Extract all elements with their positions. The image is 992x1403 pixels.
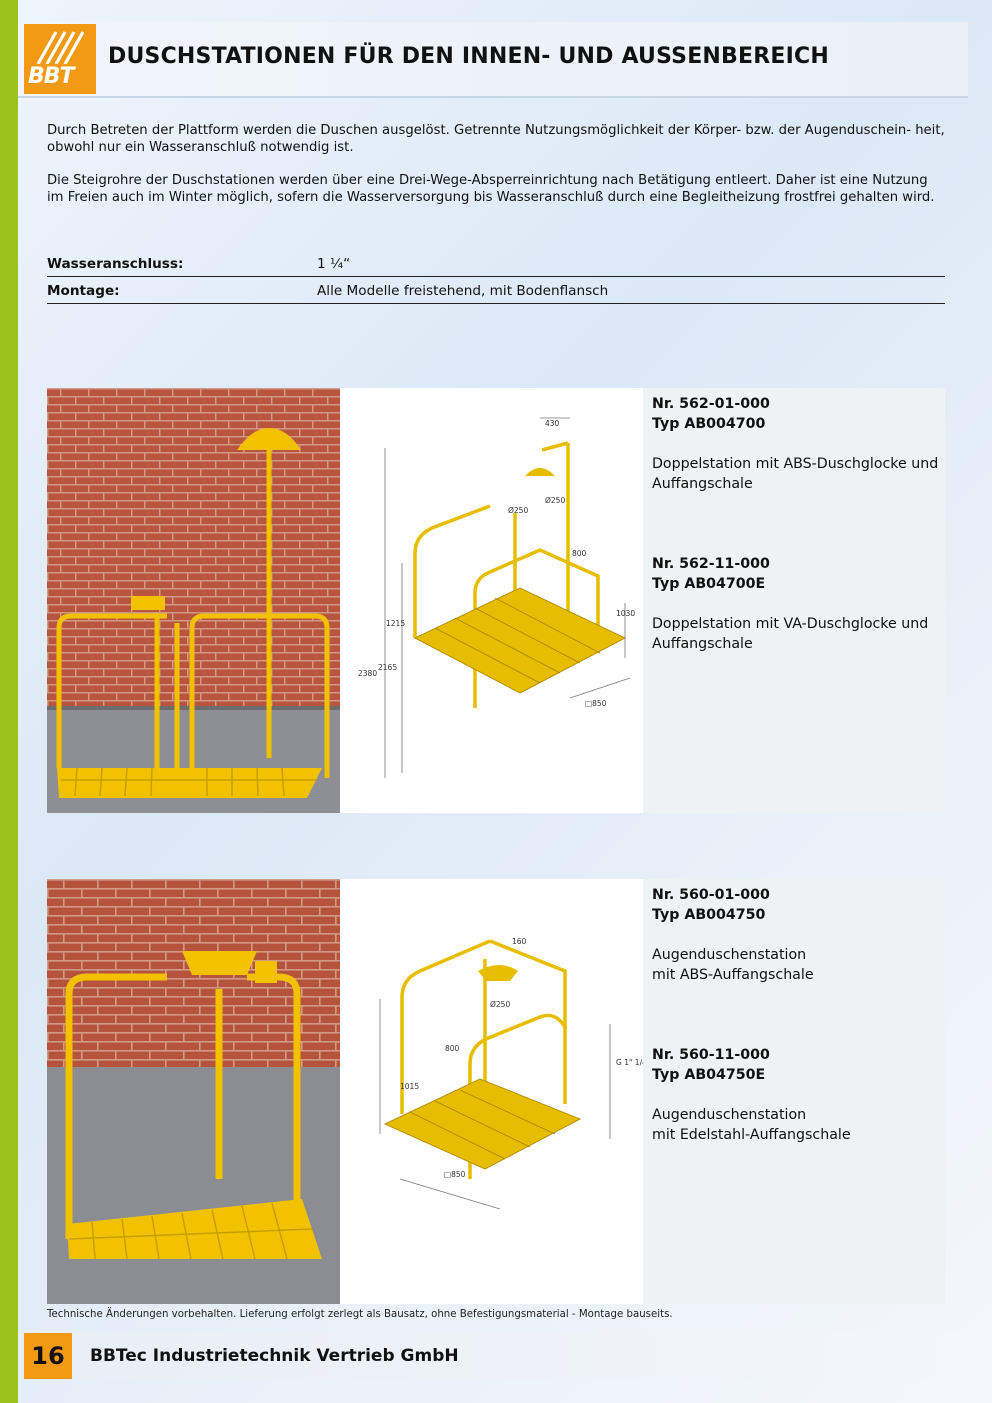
dim-1215: 1215	[386, 619, 405, 628]
dim-800: 800	[572, 549, 587, 558]
product-description-line-1: Augenduschenstation	[652, 1107, 807, 1123]
dim-2165: 2165	[378, 663, 397, 672]
product-info-augenduschenstation: Nr. 560-01-000 Typ AB004750 Augenduschen…	[643, 879, 945, 1304]
product-type: Typ AB004700	[652, 416, 766, 432]
logo-stripes-icon	[36, 31, 85, 64]
product-info-doppelstation: Nr. 562-01-000 Typ AB004700 Doppelstatio…	[643, 388, 945, 813]
intro-paragraph-1: Durch Betreten der Plattform werden die …	[47, 123, 945, 155]
page-footer	[18, 1331, 968, 1379]
page-number: 16	[24, 1333, 72, 1379]
spec-row-wasseranschluss: Wasseranschluss: 1 ¼“	[47, 252, 945, 277]
product-number: Nr. 562-11-000	[652, 556, 770, 572]
product-block-doppelstation: 430 Ø250 Ø250 800 1215 1030 2380 2165 □8…	[47, 388, 945, 813]
dim-160: 160	[512, 937, 527, 946]
product-description: Doppelstation mit VA-Duschglocke und Auf…	[652, 616, 929, 652]
product-type: Typ AB004750	[652, 907, 766, 923]
product-description-line-2: mit ABS-Auffangschale	[652, 967, 814, 983]
product-type: Typ AB04700E	[652, 576, 766, 592]
dim-d250-shower: Ø250	[545, 496, 565, 505]
product-type: Typ AB04750E	[652, 1067, 766, 1083]
spec-key: Montage:	[47, 283, 120, 299]
spec-value: 1 ¼“	[317, 256, 351, 272]
page-title: DUSCHSTATIONEN FÜR DEN INNEN- UND AUSSEN…	[108, 44, 829, 69]
left-accent-bar	[0, 0, 18, 1403]
dim-g-1-1-4: G 1" 1/4	[616, 1058, 643, 1067]
dim-2380: 2380	[358, 669, 377, 678]
product-description-line-1: Augenduschenstation	[652, 947, 807, 963]
dim-1030: 1030	[616, 609, 635, 618]
product-number: Nr. 562-01-000	[652, 396, 770, 412]
dim-850: □850	[585, 699, 607, 708]
page-header	[18, 22, 968, 98]
intro-paragraph-2: Die Steigrohre der Duschstationen werden…	[47, 173, 935, 205]
spec-row-montage: Montage: Alle Modelle freistehend, mit B…	[47, 279, 945, 304]
product-description: Doppelstation mit ABS-Duschglocke und Au…	[652, 456, 939, 492]
dim-d250-eye: Ø250	[508, 506, 528, 515]
product-block-augenduschenstation: 160 Ø250 800 G 1" 1/4 1015 1215 □850 Nr.…	[47, 879, 945, 1304]
dim-850: □850	[444, 1170, 466, 1179]
bbt-logo: BBT	[24, 24, 96, 94]
product-number: Nr. 560-11-000	[652, 1047, 770, 1063]
technical-drawing-augenduschenstation: 160 Ø250 800 G 1" 1/4 1015 1215 □850	[340, 879, 671, 1304]
footnote: Technische Änderungen vorbehalten. Liefe…	[47, 1309, 673, 1320]
dim-d250: Ø250	[490, 1000, 510, 1009]
company-name: BBTec Industrietechnik Vertrieb GmbH	[90, 1346, 459, 1366]
dim-800: 800	[445, 1044, 460, 1053]
spec-value: Alle Modelle freistehend, mit Bodenflans…	[317, 283, 609, 299]
dim-1015: 1015	[400, 1082, 419, 1091]
product-photo-augenduschenstation	[47, 879, 340, 1304]
spec-key: Wasseranschluss:	[47, 256, 184, 272]
dim-430: 430	[545, 419, 560, 428]
product-photo-doppelstation	[47, 388, 340, 813]
product-number: Nr. 560-01-000	[652, 887, 770, 903]
technical-drawing-doppelstation: 430 Ø250 Ø250 800 1215 1030 2380 2165 □8…	[340, 388, 643, 813]
logo-text: BBT	[28, 64, 75, 89]
product-description-line-2: mit Edelstahl-Auffangschale	[652, 1127, 851, 1143]
